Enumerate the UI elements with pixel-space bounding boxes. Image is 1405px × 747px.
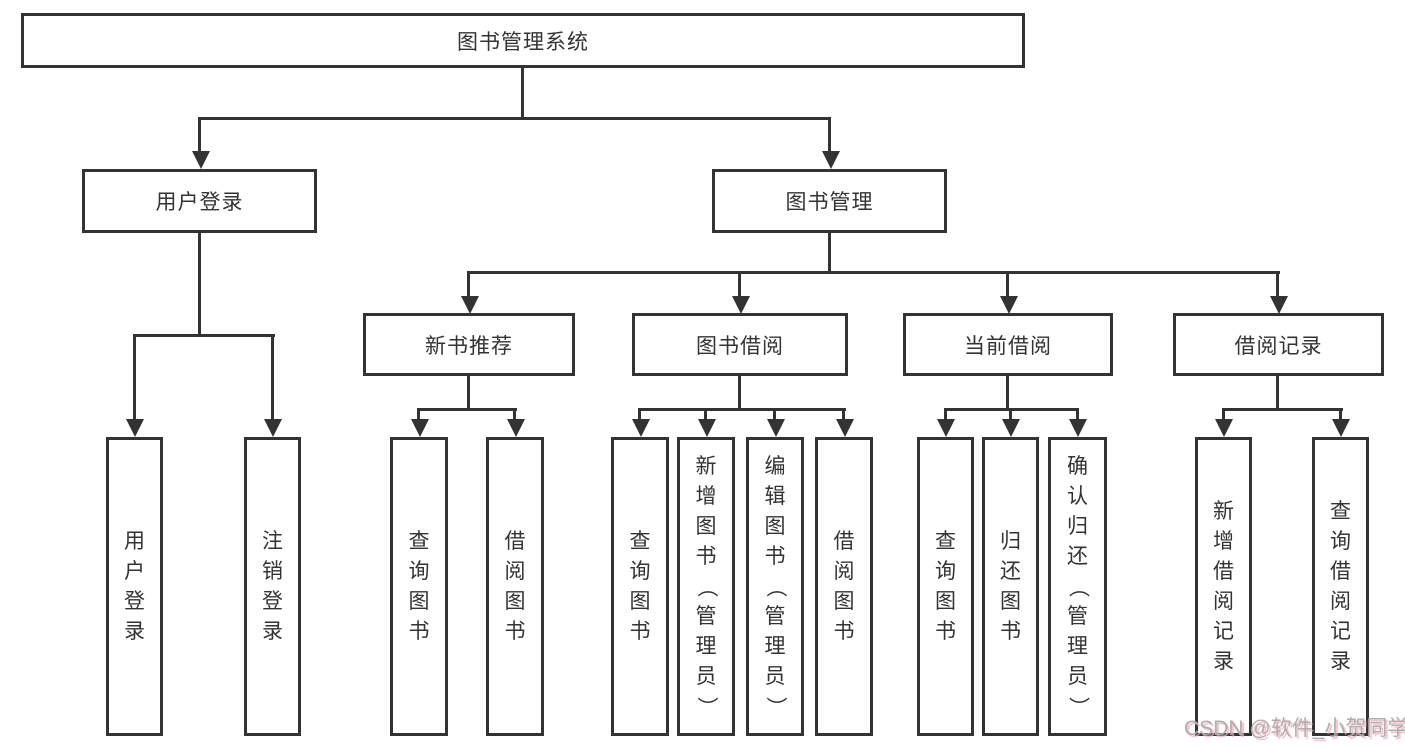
leaf-edit-books-admin: 编辑图书（管理员） xyxy=(746,437,804,736)
leaf-query-books: 查询图书 xyxy=(611,437,669,736)
node-current-borrow: 当前借阅 xyxy=(903,313,1113,376)
connector-bar xyxy=(638,408,846,411)
leaf-user-login: 用户登录 xyxy=(106,437,163,736)
connector-stem xyxy=(738,376,741,411)
arrow-down-icon xyxy=(767,419,785,437)
connector-drop xyxy=(738,271,741,297)
connector-bookmgmt-stem xyxy=(828,233,831,274)
arrow-down-icon xyxy=(1215,419,1233,437)
connector-drop xyxy=(828,117,831,153)
arrow-down-icon xyxy=(507,419,525,437)
connector-drop xyxy=(1009,408,1012,422)
connector-stem xyxy=(1276,376,1279,411)
arrow-down-icon xyxy=(732,296,750,314)
arrow-down-icon xyxy=(1000,296,1018,314)
leaf-add-borrow-record: 新增借阅记录 xyxy=(1195,437,1252,736)
connector-root-stem xyxy=(521,68,524,120)
connector-drop xyxy=(271,334,274,422)
arrow-down-icon xyxy=(836,419,854,437)
connector-userlogin-stem xyxy=(198,233,201,337)
connector-drop xyxy=(1006,271,1009,297)
connector-drop xyxy=(704,408,707,422)
arrow-down-icon xyxy=(1002,419,1020,437)
node-book-management: 图书管理 xyxy=(712,169,947,233)
connector-bar xyxy=(1222,408,1343,411)
node-borrow-records: 借阅记录 xyxy=(1173,313,1384,376)
arrow-down-icon xyxy=(1069,419,1087,437)
connector-drop xyxy=(1276,271,1279,297)
connector-drop xyxy=(417,408,420,422)
connector-drop xyxy=(1339,408,1342,422)
arrow-down-icon xyxy=(411,419,429,437)
arrow-down-icon xyxy=(632,419,650,437)
connector-root-bar xyxy=(198,117,831,120)
leaf-query-books: 查询图书 xyxy=(917,437,974,736)
leaf-return-books: 归还图书 xyxy=(982,437,1039,736)
node-book-borrow: 图书借阅 xyxy=(632,313,848,376)
leaf-query-borrow-record: 查询借阅记录 xyxy=(1312,437,1369,736)
arrow-down-icon xyxy=(822,151,840,169)
connector-drop xyxy=(1222,408,1225,422)
connector-bar xyxy=(417,408,517,411)
arrow-down-icon xyxy=(461,296,479,314)
arrow-down-icon xyxy=(192,151,210,169)
arrow-down-icon xyxy=(1270,296,1288,314)
arrow-down-icon xyxy=(937,419,955,437)
leaf-borrow-books: 借阅图书 xyxy=(486,437,544,736)
connector-drop xyxy=(638,408,641,422)
arrow-down-icon xyxy=(264,419,282,437)
csdn-watermark: CSDN @软件_小贺同学 xyxy=(1184,717,1405,740)
connector-drop xyxy=(133,334,136,422)
connector-drop xyxy=(842,408,845,422)
connector-stem xyxy=(1006,376,1009,411)
arrow-down-icon xyxy=(698,419,716,437)
leaf-query-books: 查询图书 xyxy=(390,437,448,736)
connector-drop xyxy=(467,271,470,297)
connector-stem xyxy=(467,376,470,411)
node-root: 图书管理系统 xyxy=(21,13,1025,68)
node-new-book-recommend: 新书推荐 xyxy=(363,313,575,376)
leaf-confirm-return-admin: 确认归还（管理员） xyxy=(1048,437,1107,736)
connector-userlogin-bar xyxy=(133,334,275,337)
leaf-logout: 注销登录 xyxy=(244,437,301,736)
connector-bookmgmt-bar xyxy=(467,271,1280,274)
connector-drop xyxy=(198,117,201,153)
leaf-add-books-admin: 新增图书（管理员） xyxy=(677,437,735,736)
arrow-down-icon xyxy=(126,419,144,437)
arrow-down-icon xyxy=(1332,419,1350,437)
node-user-login: 用户登录 xyxy=(82,169,317,233)
leaf-borrow-books: 借阅图书 xyxy=(815,437,873,736)
connector-drop xyxy=(513,408,516,422)
connector-drop xyxy=(1076,408,1079,422)
connector-drop xyxy=(944,408,947,422)
connector-drop xyxy=(773,408,776,422)
